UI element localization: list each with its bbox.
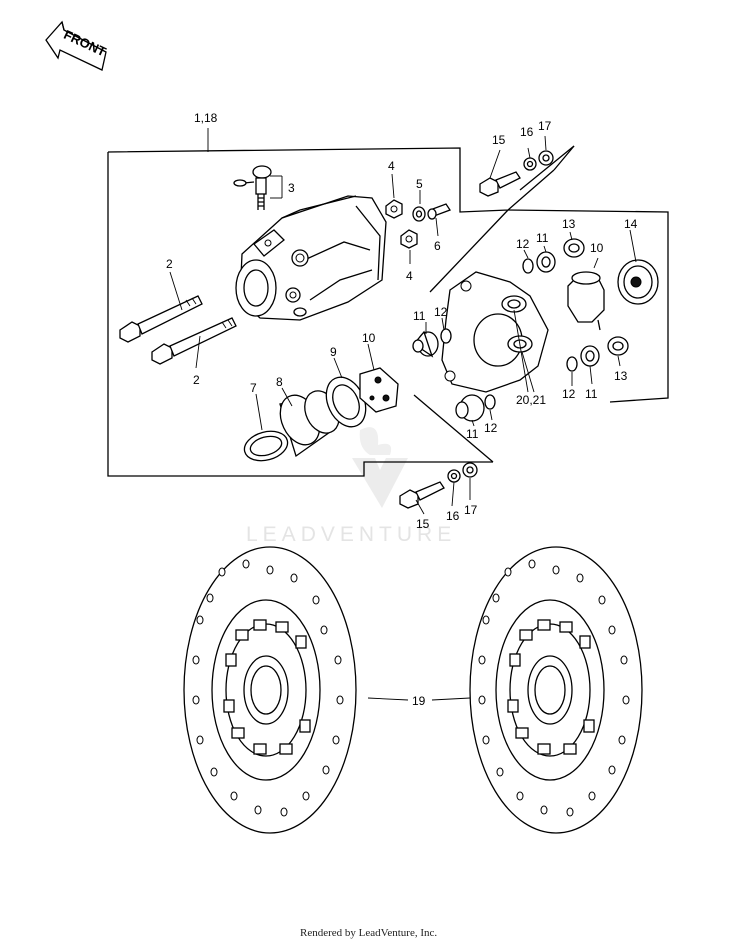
bleed-valve bbox=[233, 165, 283, 210]
callout-2-bottom: 2 bbox=[193, 373, 200, 387]
callout-12-d: 12 bbox=[484, 421, 498, 435]
callout-12-c: 12 bbox=[562, 387, 576, 401]
callout-11-a: 11 bbox=[413, 309, 426, 323]
bushings-left bbox=[412, 328, 496, 422]
watermark-logo: LEADVENTURE bbox=[246, 427, 456, 546]
right-disc-vent-slots bbox=[507, 619, 595, 755]
callout-10-right: 10 bbox=[590, 241, 604, 255]
callout-10-left: 10 bbox=[362, 331, 376, 345]
callout-16-top: 16 bbox=[520, 125, 534, 139]
caliper-assembly-outline bbox=[107, 128, 669, 477]
callout-16-bottom: 16 bbox=[446, 509, 460, 523]
callout-13-bottom: 13 bbox=[614, 369, 628, 383]
watermark-text: LEADVENTURE bbox=[246, 523, 456, 546]
left-disc-vent-slots bbox=[223, 619, 311, 755]
callout-12-a: 12 bbox=[434, 305, 448, 319]
callout-8: 8 bbox=[276, 375, 283, 389]
caliper-body bbox=[235, 195, 387, 321]
callout-6: 6 bbox=[434, 239, 441, 253]
callout-1-18: 1,18 bbox=[194, 111, 218, 125]
callout-4-bottom: 4 bbox=[406, 269, 413, 283]
long-bolts bbox=[119, 295, 237, 365]
callout-20-21: 20,21 bbox=[516, 393, 546, 407]
caliper-bracket bbox=[441, 271, 549, 393]
callout-9: 9 bbox=[330, 345, 337, 359]
callout-5: 5 bbox=[416, 177, 423, 191]
front-arrow-icon: FRONT bbox=[45, 20, 108, 71]
small-hardware-4-5-6 bbox=[385, 199, 451, 249]
left-disc-drill-holes bbox=[192, 559, 344, 817]
callout-labels: 1,18 2 2 3 4 4 5 6 7 8 9 10 10 11 11 11 … bbox=[166, 111, 638, 708]
leader-lines bbox=[169, 135, 637, 701]
right-disc-drill-holes bbox=[478, 559, 630, 817]
callout-15-bottom: 15 bbox=[416, 517, 430, 531]
callout-2-top: 2 bbox=[166, 257, 173, 271]
callout-11-b: 11 bbox=[536, 231, 549, 245]
callout-3: 3 bbox=[288, 181, 295, 195]
callout-4-top: 4 bbox=[388, 159, 395, 173]
callout-11-c: 11 bbox=[585, 387, 598, 401]
callout-17-top: 17 bbox=[538, 119, 552, 133]
callout-17-bottom: 17 bbox=[464, 503, 478, 517]
piston-seal-pad bbox=[243, 367, 399, 462]
callout-13-top: 13 bbox=[562, 217, 576, 231]
callout-12-b: 12 bbox=[516, 237, 530, 251]
brake-disc-right bbox=[469, 546, 643, 834]
footer-credit: Rendered by LeadVenture, Inc. bbox=[300, 927, 437, 939]
right-side-parts bbox=[522, 238, 659, 372]
callout-11-d: 11 bbox=[466, 427, 479, 441]
brake-disc-left bbox=[183, 546, 357, 834]
callout-15-top: 15 bbox=[492, 133, 506, 147]
mounting-bolts bbox=[399, 150, 554, 509]
callout-19: 19 bbox=[412, 694, 426, 708]
callout-7: 7 bbox=[250, 381, 257, 395]
callout-14: 14 bbox=[624, 217, 638, 231]
